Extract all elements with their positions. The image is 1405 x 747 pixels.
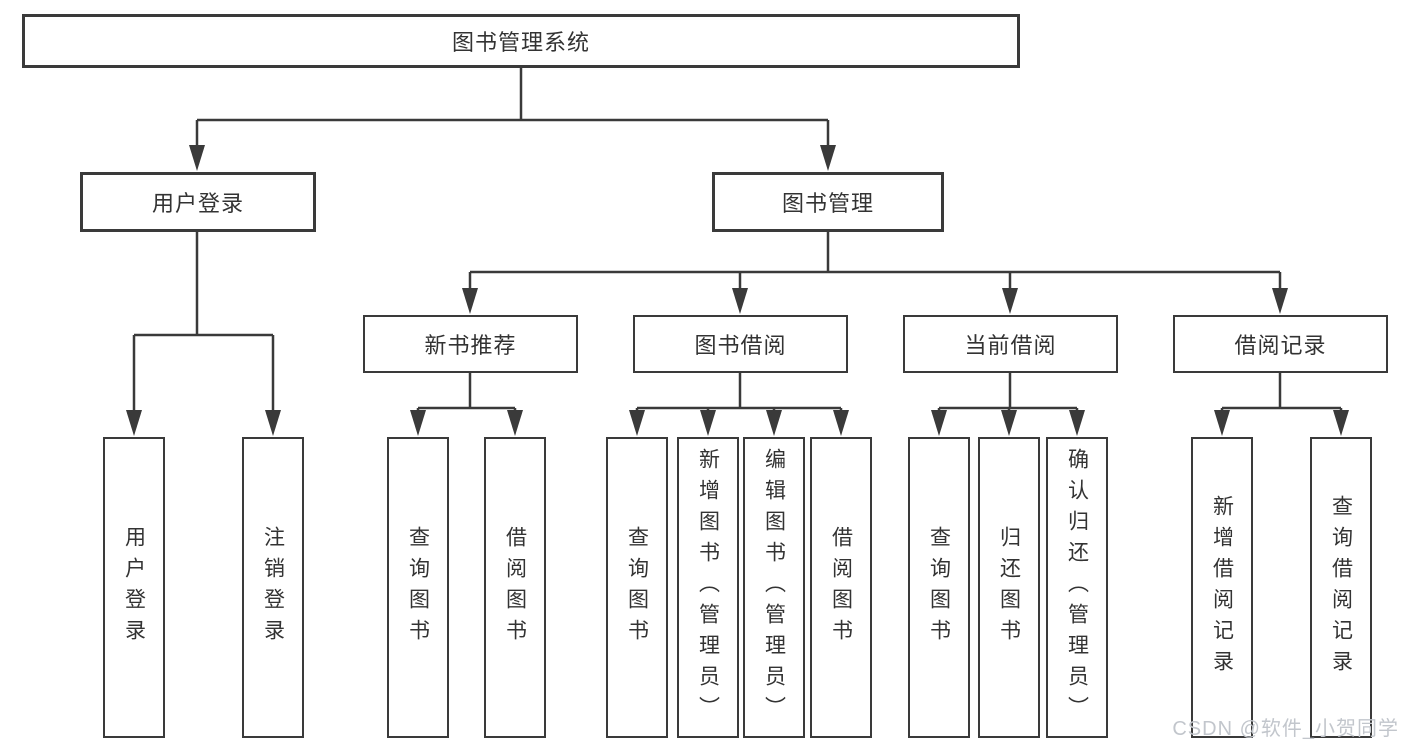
leaf-label: 查询图书 <box>406 525 430 650</box>
node-borrow-records: 借阅记录 <box>1173 315 1388 373</box>
leaf-recommend-borrow-books: 借阅图书 <box>484 437 546 738</box>
node-label: 借阅记录 <box>1234 333 1327 358</box>
node-label: 图书借阅 <box>694 333 787 358</box>
node-label: 用户登录 <box>151 191 244 216</box>
arrowheads <box>126 145 1349 436</box>
node-label: 图书管理系统 <box>451 30 590 55</box>
leaf-add-books-admin: 新增图书（管理员） <box>677 437 739 738</box>
node-label: 当前借阅 <box>964 333 1057 358</box>
leaf-add-borrow-record: 新增借阅记录 <box>1191 437 1253 738</box>
node-book-borrow: 图书借阅 <box>633 315 848 373</box>
node-library-management-system: 图书管理系统 <box>22 14 1020 68</box>
leaf-label: 用户登录 <box>122 525 146 650</box>
leaf-label: 查询借阅记录 <box>1329 494 1353 681</box>
node-new-book-recommend: 新书推荐 <box>363 315 578 373</box>
leaf-edit-books-admin: 编辑图书（管理员） <box>743 437 805 738</box>
leaf-query-borrow-record: 查询借阅记录 <box>1310 437 1372 738</box>
leaf-label: 新增借阅记录 <box>1210 494 1234 681</box>
leaf-logout: 注销登录 <box>242 437 304 738</box>
leaf-current-query-books: 查询图书 <box>908 437 970 738</box>
leaf-label: 新增图书（管理员） <box>696 448 720 727</box>
node-label: 新书推荐 <box>424 333 517 358</box>
leaf-label: 借阅图书 <box>829 525 853 650</box>
leaf-label: 确认归还（管理员） <box>1065 448 1089 727</box>
leaf-label: 借阅图书 <box>503 525 527 650</box>
node-label: 图书管理 <box>781 191 874 216</box>
leaf-label: 归还图书 <box>997 525 1021 650</box>
leaf-confirm-return-admin: 确认归还（管理员） <box>1046 437 1108 738</box>
leaf-return-books: 归还图书 <box>978 437 1040 738</box>
csdn-watermark: CSDN @软件_小贺同学 <box>1172 718 1399 740</box>
leaf-label: 注销登录 <box>261 525 285 650</box>
leaf-label: 查询图书 <box>625 525 649 650</box>
node-current-borrow: 当前借阅 <box>903 315 1118 373</box>
leaf-label: 编辑图书（管理员） <box>762 448 786 727</box>
leaf-label: 查询图书 <box>927 525 951 650</box>
leaf-borrow-books: 借阅图书 <box>810 437 872 738</box>
leaf-user-login: 用户登录 <box>103 437 165 738</box>
node-book-management: 图书管理 <box>712 172 944 232</box>
leaf-recommend-query-books: 查询图书 <box>387 437 449 738</box>
leaf-borrow-query-books: 查询图书 <box>606 437 668 738</box>
node-user-login: 用户登录 <box>80 172 316 232</box>
